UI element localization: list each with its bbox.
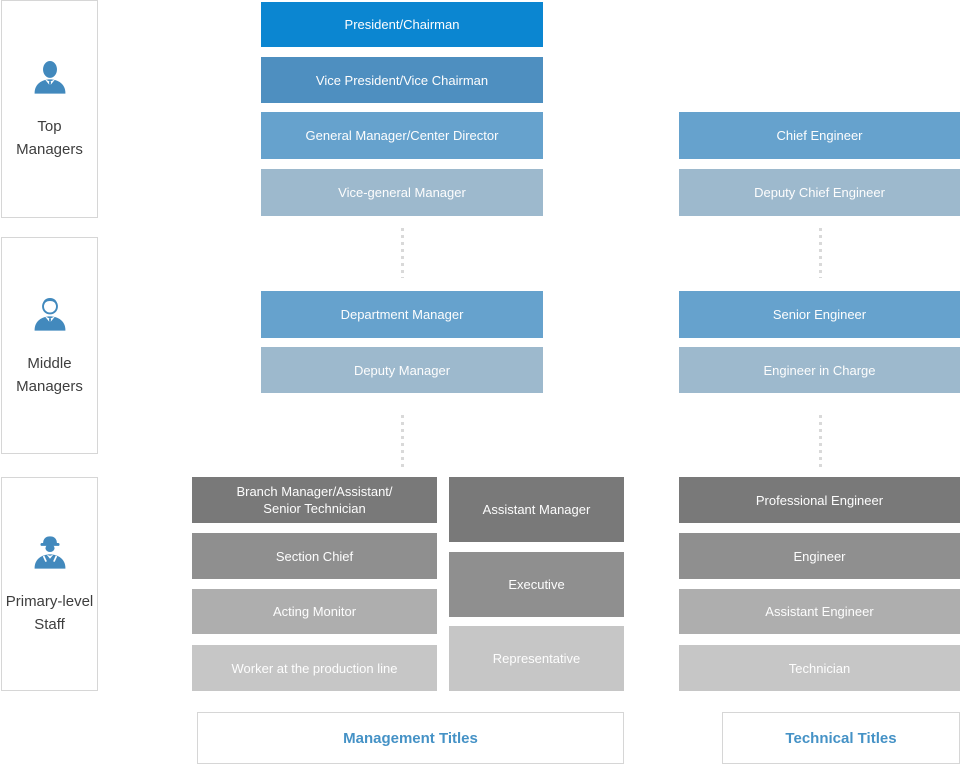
box-general-manager: General Manager/Center Director <box>261 112 543 159</box>
box-acting-monitor: Acting Monitor <box>192 589 437 634</box>
top-managers-icon <box>34 61 65 94</box>
box-representative: Representative <box>449 626 624 691</box>
box-assistant-manager: Assistant Manager <box>449 477 624 542</box>
box-professional-engineer: Professional Engineer <box>679 477 960 523</box>
management-titles-label-box: Management Titles <box>197 712 624 764</box>
box-chief-engineer: Chief Engineer <box>679 112 960 159</box>
box-deputy-manager: Deputy Manager <box>261 347 543 393</box>
dotted-connector <box>401 228 404 278</box>
box-worker-production-line: Worker at the production line <box>192 645 437 691</box>
box-branch-manager: Branch Manager/Assistant/ Senior Technic… <box>192 477 437 523</box>
box-vice-general-manager: Vice-general Manager <box>261 169 543 216</box>
dotted-connector <box>819 415 822 467</box>
legend-label: Middle Managers <box>16 354 83 395</box>
box-engineer: Engineer <box>679 533 960 579</box>
legend-top-managers: Top Managers <box>1 0 98 218</box>
box-assistant-engineer: Assistant Engineer <box>679 589 960 634</box>
box-vice-president: Vice President/Vice Chairman <box>261 57 543 103</box>
middle-managers-icon <box>34 297 65 331</box>
box-department-manager: Department Manager <box>261 291 543 338</box>
box-section-chief: Section Chief <box>192 533 437 579</box>
legend-label: Top Managers <box>16 118 83 158</box>
dotted-connector <box>401 415 404 467</box>
box-president-chairman: President/Chairman <box>261 2 543 47</box>
legend-primary-level-staff: Primary-level Staff <box>1 477 98 691</box>
box-executive: Executive <box>449 552 624 617</box>
box-engineer-in-charge: Engineer in Charge <box>679 347 960 393</box>
technical-titles-label-box: Technical Titles <box>722 712 960 764</box>
dotted-connector <box>819 228 822 278</box>
legend-label: Primary-level Staff <box>5 593 94 633</box>
legend-middle-managers: Middle Managers <box>1 237 98 454</box>
box-deputy-chief-engineer: Deputy Chief Engineer <box>679 169 960 216</box>
primary-level-staff-icon <box>34 536 65 569</box>
box-senior-engineer: Senior Engineer <box>679 291 960 338</box>
box-technician: Technician <box>679 645 960 691</box>
